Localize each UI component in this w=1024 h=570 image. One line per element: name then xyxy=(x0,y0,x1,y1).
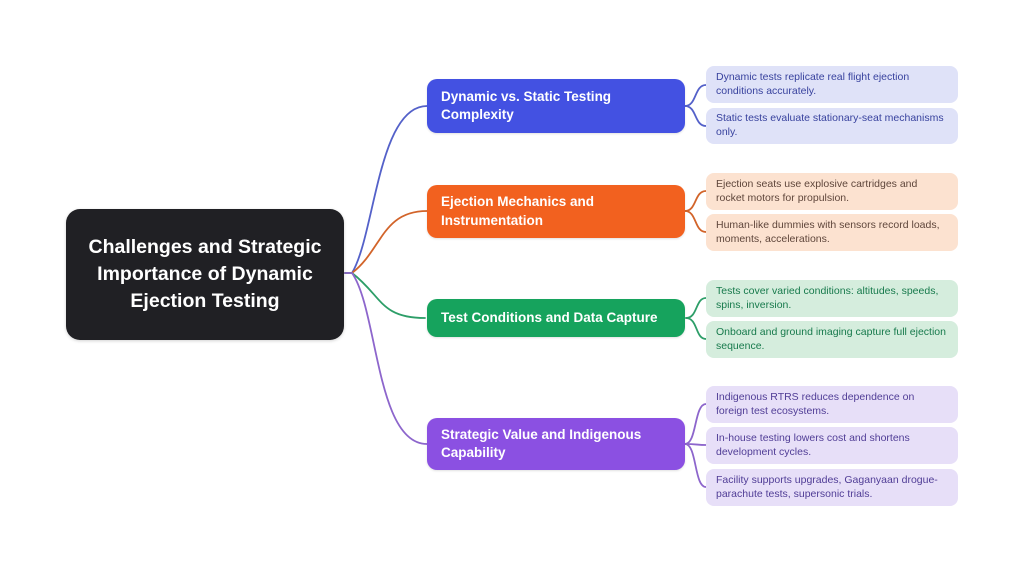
leaf-node-tests-cover-varied-conditions[interactable]: Tests cover varied conditions: altitudes… xyxy=(706,280,958,317)
branch-node-label: Test Conditions and Data Capture xyxy=(441,309,658,325)
leaf-node-ejection-seats-cartridges[interactable]: Ejection seats use explosive cartridges … xyxy=(706,173,958,210)
connector-branch-0-leaf-1 xyxy=(684,105,707,127)
connector-branch-3-leaf-0 xyxy=(684,403,707,445)
branch-1-connectors xyxy=(344,190,707,274)
connector-root-to-branch-2 xyxy=(344,272,426,319)
leaf-node-human-like-dummies[interactable]: Human-like dummies with sensors record l… xyxy=(706,214,958,251)
root-node[interactable]: Challenges and Strategic Importance of D… xyxy=(66,209,344,340)
leaf-node-dynamic-tests-replicate[interactable]: Dynamic tests replicate real flight ejec… xyxy=(706,66,958,103)
branch-3-connectors xyxy=(344,272,707,488)
leaf-node-text: Ejection seats use explosive cartridges … xyxy=(716,177,918,204)
branch-2-connectors xyxy=(344,272,707,340)
leaf-node-text: Tests cover varied conditions: altitudes… xyxy=(716,284,939,311)
branch-node-dynamic-vs-static-testing[interactable]: Dynamic vs. Static Testing Complexity xyxy=(427,79,685,133)
connector-root-to-branch-3 xyxy=(344,272,428,445)
leaf-node-in-house-testing[interactable]: In-house testing lowers cost and shorten… xyxy=(706,427,958,464)
leaf-node-indigenous-rtrs[interactable]: Indigenous RTRS reduces dependence on fo… xyxy=(706,386,958,423)
connector-branch-0-leaf-0 xyxy=(684,84,707,107)
leaf-node-text: In-house testing lowers cost and shorten… xyxy=(716,431,910,458)
branch-node-test-conditions-data-capture[interactable]: Test Conditions and Data Capture xyxy=(427,299,685,337)
branch-node-label: Ejection Mechanics and Instrumentation xyxy=(441,194,595,228)
leaf-node-text: Static tests evaluate stationary-seat me… xyxy=(716,112,944,138)
connector-branch-3-leaf-2 xyxy=(684,443,707,488)
leaf-node-text: Onboard and ground imaging capture full … xyxy=(716,325,946,352)
root-node-label: Challenges and Strategic Importance of D… xyxy=(88,235,322,313)
connector-branch-1-leaf-1 xyxy=(684,210,707,233)
connector-root-to-branch-1 xyxy=(344,210,428,274)
connector-root-to-branch-0 xyxy=(344,105,428,274)
branch-node-strategic-value-indigenous[interactable]: Strategic Value and Indigenous Capabilit… xyxy=(427,418,685,470)
branch-node-ejection-mechanics[interactable]: Ejection Mechanics and Instrumentation xyxy=(427,185,685,238)
branch-node-label: Strategic Value and Indigenous Capabilit… xyxy=(441,426,642,460)
branch-node-label: Dynamic vs. Static Testing Complexity xyxy=(441,88,612,122)
leaf-node-text: Human-like dummies with sensors record l… xyxy=(716,218,940,245)
leaf-node-onboard-ground-imaging[interactable]: Onboard and ground imaging capture full … xyxy=(706,321,958,358)
branch-0-connectors xyxy=(344,84,707,274)
connector-branch-2-leaf-0 xyxy=(685,297,707,319)
connector-branch-1-leaf-0 xyxy=(684,190,707,212)
connector-branch-2-leaf-1 xyxy=(685,317,707,340)
leaf-node-static-tests-evaluate[interactable]: Static tests evaluate stationary-seat me… xyxy=(706,108,958,144)
leaf-node-text: Facility supports upgrades, Gaganyaan dr… xyxy=(716,473,938,500)
leaf-node-text: Dynamic tests replicate real flight ejec… xyxy=(716,70,910,97)
leaf-node-text: Indigenous RTRS reduces dependence on fo… xyxy=(716,390,915,417)
leaf-node-facility-supports-upgrades[interactable]: Facility supports upgrades, Gaganyaan dr… xyxy=(706,469,958,506)
